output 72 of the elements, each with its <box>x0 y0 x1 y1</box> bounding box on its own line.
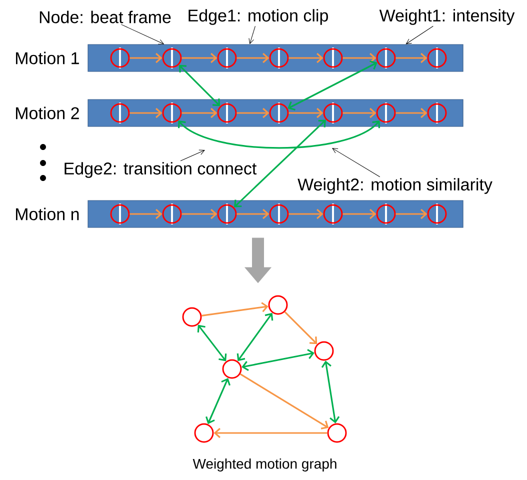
graph-node-circle <box>327 423 347 443</box>
frame-circle <box>110 48 130 68</box>
arrow <box>236 108 270 118</box>
annotation-label: Edge2: transition connect <box>64 162 257 178</box>
frame-circle <box>427 48 447 68</box>
annotation-label: Weight1: intensity <box>379 9 515 25</box>
double-arrow <box>234 120 326 208</box>
double-arrow <box>242 348 314 372</box>
frame-circle <box>217 204 237 224</box>
arrow <box>214 428 328 438</box>
graph-node-circle <box>182 307 202 327</box>
arrow <box>182 208 218 220</box>
double-arrow <box>178 64 220 106</box>
double-arrow <box>321 360 340 424</box>
leader-line <box>248 26 256 44</box>
double-arrow <box>236 312 274 362</box>
frame-circle <box>269 204 289 224</box>
graph-node-circle <box>268 295 288 315</box>
arrow <box>342 52 376 64</box>
frame-circle <box>323 48 343 68</box>
annotation-label: Edge1: motion clip <box>188 9 328 25</box>
arrow <box>396 208 428 220</box>
arrow <box>288 208 324 220</box>
frame-circle <box>162 103 182 123</box>
graph-node-circle <box>194 423 214 443</box>
arrow <box>396 52 428 64</box>
arrow <box>342 208 376 220</box>
frame-circle <box>162 204 182 224</box>
row-label: Motion n <box>16 208 79 220</box>
arrow <box>288 108 324 118</box>
arrow <box>236 208 270 220</box>
annotation-label: Weight2: motion similarity <box>298 178 492 194</box>
double-arrow <box>206 378 230 424</box>
graph-node-circle <box>314 341 334 361</box>
row-label: Motion 1 <box>16 52 79 64</box>
frame-circle <box>110 103 130 123</box>
arrow <box>236 52 270 64</box>
frame-circle <box>427 103 447 123</box>
caption: Weighted motion graph <box>192 458 336 472</box>
arrow <box>130 52 162 64</box>
graph-node-circle <box>222 359 242 379</box>
frame-circle <box>269 48 289 68</box>
leader-line <box>406 26 434 44</box>
double-arrow <box>288 60 378 110</box>
annotation-label: Node: beat frame <box>40 10 171 24</box>
arrow <box>182 108 218 118</box>
curved-double-arrow <box>178 120 380 149</box>
arrow <box>240 373 329 430</box>
frame-circle <box>323 103 343 123</box>
arrow <box>342 108 376 118</box>
frame-circle <box>217 103 237 123</box>
frame-circle <box>217 48 237 68</box>
frame-circle <box>376 103 396 123</box>
arrow <box>288 52 324 64</box>
leader-line <box>180 150 205 162</box>
frame-circle <box>323 204 343 224</box>
frame-circle <box>427 204 447 224</box>
arrow <box>396 108 428 118</box>
frame-circle <box>269 103 289 123</box>
arrow <box>182 52 218 64</box>
double-arrow <box>197 324 227 362</box>
arrow <box>202 302 268 316</box>
frame-circle <box>376 48 396 68</box>
arrow <box>130 108 162 118</box>
leader-line <box>332 148 380 178</box>
frame-circle <box>110 204 130 224</box>
arrow <box>284 311 318 344</box>
frame-circle <box>376 204 396 224</box>
leader-line <box>120 24 164 44</box>
frame-circle <box>162 48 182 68</box>
arrow <box>130 208 162 220</box>
row-label: Motion 2 <box>16 106 79 120</box>
